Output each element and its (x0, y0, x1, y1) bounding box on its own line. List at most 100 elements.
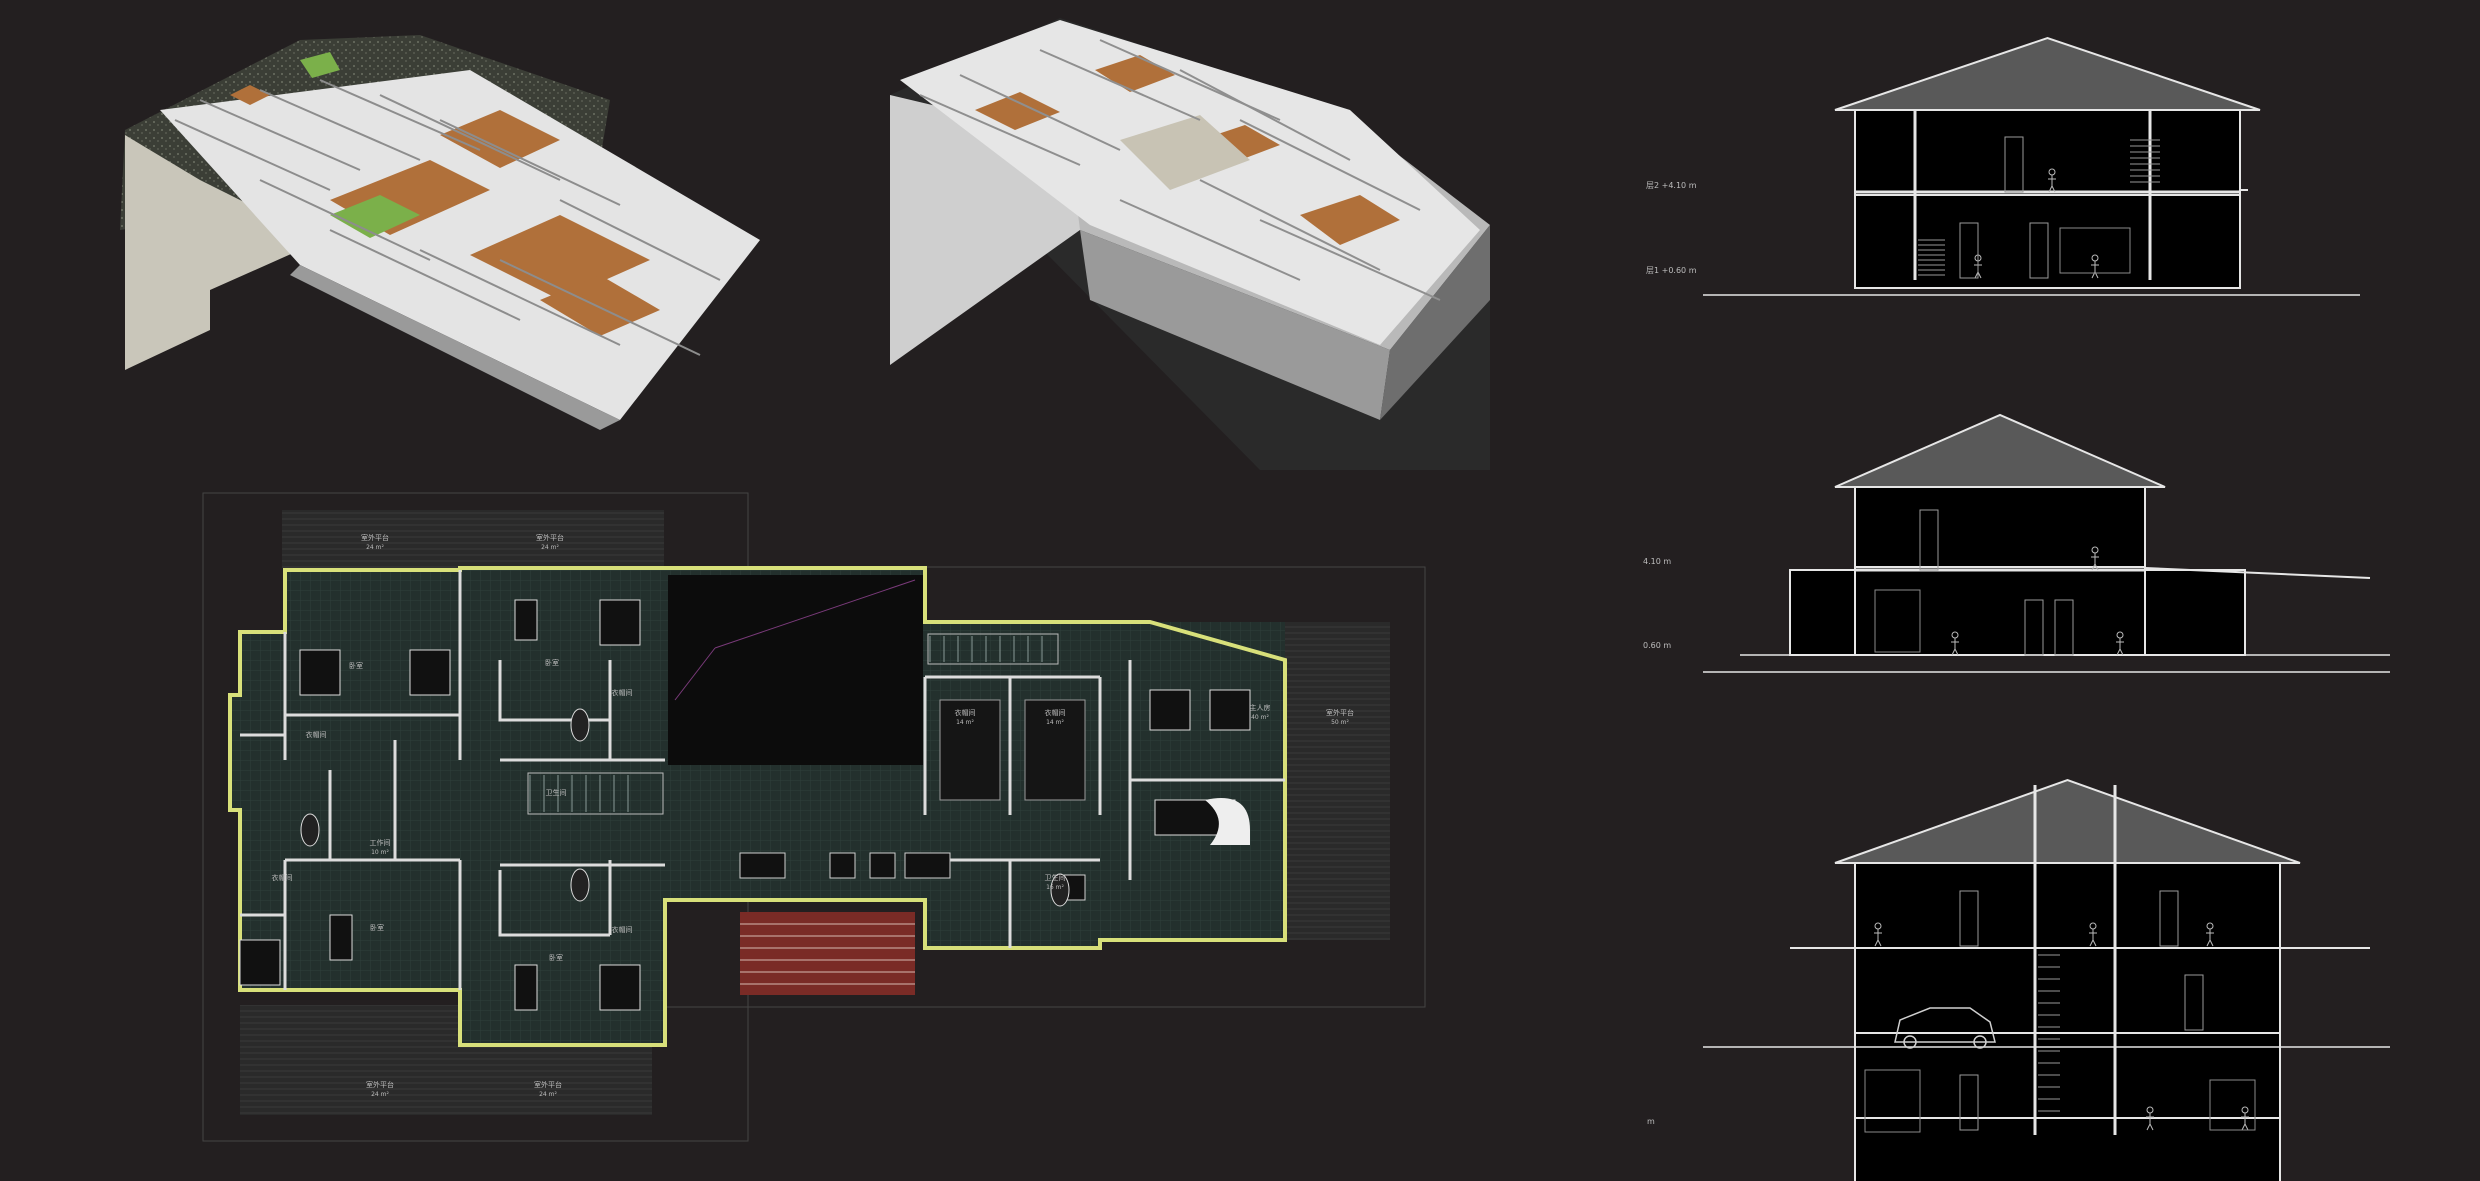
axon-a-wall (174, 119, 331, 191)
room-name: 衣帽间 (955, 708, 976, 717)
building-mass-a (160, 70, 760, 420)
bathtub (570, 868, 590, 902)
storey (1854, 1117, 2281, 1181)
axon-a-wall (439, 119, 621, 206)
axon-a-wall (199, 99, 361, 171)
room-area: 16 m² (1046, 884, 1064, 891)
room-area: 14 m² (1046, 719, 1064, 726)
bed (329, 914, 353, 961)
stair-north (927, 633, 1059, 665)
master-bath-tub (1205, 798, 1250, 845)
furniture (239, 599, 1251, 1011)
door (2024, 599, 2044, 656)
closet-cabinet (1024, 699, 1086, 801)
stair-outline (927, 633, 1059, 665)
room-name: 卧室 (545, 658, 559, 667)
bed (1209, 689, 1251, 731)
room-name: 主人房 (1250, 703, 1271, 712)
axon-a-wall (379, 94, 561, 181)
room-name: 室外平台 (366, 1080, 394, 1089)
room-name: 室外平台 (534, 1080, 562, 1089)
closet-cabinet (939, 699, 1001, 801)
room-area: 40 m² (1251, 714, 1269, 721)
axonometric-view-b (890, 18, 1490, 470)
shelf (1874, 589, 1921, 653)
wood-floor-b4 (1300, 195, 1400, 245)
storey (1854, 486, 2146, 568)
interior-slab (230, 568, 1285, 1045)
shelf (1864, 1069, 1921, 1133)
partition-wall (498, 870, 610, 937)
window (2209, 1079, 2256, 1131)
car-wheel (1903, 1035, 1917, 1049)
axon-a-wall (259, 89, 421, 161)
section3-level: m (1647, 1117, 1655, 1126)
axon-b-wall (919, 94, 1081, 166)
car (1894, 1007, 1996, 1043)
room-name: 衣帽间 (306, 730, 327, 739)
bathtub (300, 813, 320, 847)
sofa (904, 852, 951, 879)
axon-a-wall (419, 249, 621, 346)
wood-deck-striped (740, 912, 915, 995)
room-name: 室外平台 (1326, 708, 1354, 717)
door (1959, 890, 1979, 947)
room-name: 卧室 (370, 923, 384, 932)
stair-outline (527, 772, 664, 815)
storey (2144, 569, 2246, 656)
storey (1854, 109, 2241, 196)
storey (1789, 569, 1856, 656)
courtyard-green (330, 195, 420, 238)
section-3 (1703, 778, 2390, 1181)
sofa (739, 852, 786, 879)
section-2 (1703, 413, 2390, 673)
bed (599, 964, 641, 1011)
door (1959, 222, 1979, 279)
axon-a-wall (319, 79, 481, 151)
room-area: 24 m² (366, 544, 384, 551)
door (1919, 509, 1939, 571)
room-area: 24 m² (371, 1091, 389, 1098)
stair-center (527, 772, 664, 815)
door (2004, 136, 2024, 193)
site-path (125, 135, 300, 370)
storey (1854, 947, 2281, 1034)
bed (514, 599, 538, 641)
room-name: 卧室 (549, 953, 563, 962)
section-1 (1703, 36, 2360, 296)
room-name: 衣帽间 (1045, 708, 1066, 717)
door (2159, 890, 2179, 947)
room-name: 工作间 (370, 838, 391, 847)
room-name: 衣帽间 (612, 688, 633, 697)
axon-b-wall (1119, 199, 1301, 281)
room-area: 24 m² (541, 544, 559, 551)
walls-a (174, 79, 721, 356)
axon-b-wall (1239, 119, 1421, 211)
room-name: 衣帽间 (612, 925, 633, 934)
wood-floor-a2 (440, 110, 560, 168)
deck-base (740, 912, 915, 995)
roof (1834, 36, 2261, 111)
bed (599, 599, 641, 646)
terrace-north (282, 510, 664, 568)
bathtub (570, 708, 590, 742)
axon-b-wall (1259, 219, 1441, 301)
storey (1854, 862, 2281, 949)
axon-b-wall (1039, 49, 1201, 121)
axonometric-view-a (120, 35, 760, 430)
axon-a-wall (499, 259, 701, 356)
room-name: 卧室 (349, 661, 363, 670)
room-name: 卫生间 (546, 788, 567, 797)
door (2184, 974, 2204, 1031)
section1-level-upper: 层2 +4.10 m (1646, 181, 1697, 190)
canopy (2144, 567, 2371, 579)
axon-a-wall (329, 229, 521, 321)
room-name: 衣帽间 (272, 873, 293, 882)
wood-floor-b1 (975, 92, 1060, 130)
room-name: 室外平台 (536, 533, 564, 542)
room-name: 室外平台 (361, 533, 389, 542)
bathtub (1050, 873, 1070, 907)
